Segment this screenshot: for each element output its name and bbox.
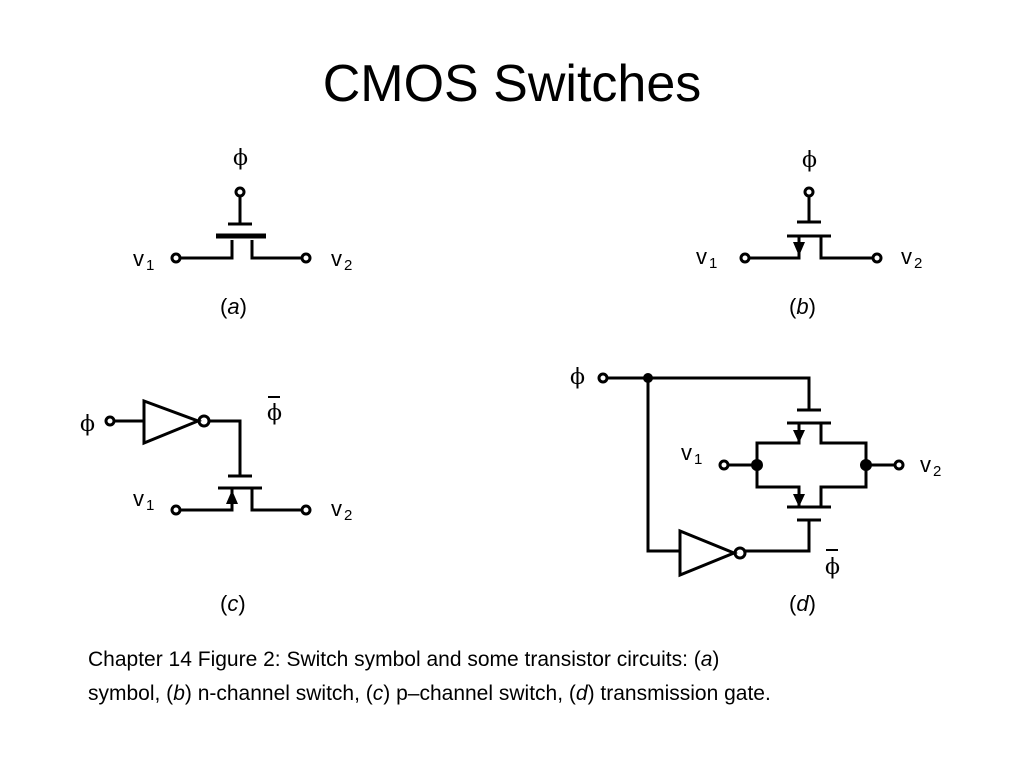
phi-bar-label-d: ϕ (825, 555, 840, 580)
figure-caption: Chapter 14 Figure 2: Switch symbol and s… (88, 643, 968, 711)
phi-bar-label-c: ϕ (267, 401, 282, 426)
inverter-bubble-d (733, 546, 747, 560)
subfigure-label-a: (a) (220, 294, 247, 319)
subfigure-label-c: (c) (220, 591, 246, 616)
arrow-d-top (793, 430, 805, 443)
v1-terminal-c (170, 504, 182, 516)
junction-left-d (751, 459, 763, 471)
phi-terminal-b (803, 186, 815, 198)
v2-terminal-d (893, 459, 905, 471)
phi-terminal-c (104, 415, 116, 427)
arrow-d-bottom (793, 494, 805, 507)
subfigure-label-d: (d) (789, 591, 816, 616)
phi-label-d: ϕ (570, 365, 585, 390)
inverter-c (142, 398, 203, 446)
slide-title: CMOS Switches (322, 55, 702, 113)
inverter-bubble-c (197, 414, 211, 428)
v2-terminal-a (300, 252, 312, 264)
v1-terminal-d (718, 459, 730, 471)
phi-label-a: ϕ (233, 146, 248, 171)
phi-label-b: ϕ (802, 148, 817, 173)
junction-right-d (860, 459, 872, 471)
arrow-c (226, 490, 238, 504)
v1-terminal-b (739, 252, 751, 264)
caption-line-1: Chapter 14 Figure 2: Switch symbol and s… (88, 648, 720, 671)
v2-terminal-b (871, 252, 883, 264)
junction-phi-d (643, 373, 653, 383)
caption-line-2: symbol, (b) n-channel switch, (c) p–chan… (88, 682, 771, 705)
phi-terminal-d (597, 372, 609, 384)
v1-terminal-a (170, 252, 182, 264)
phi-label-c: ϕ (80, 412, 95, 437)
circuit-d-transmission-gate (597, 372, 905, 578)
inverter-d (678, 528, 738, 578)
phi-terminal-a (234, 186, 246, 198)
arrow-b (793, 242, 805, 256)
v2-terminal-c (300, 504, 312, 516)
subfigure-label-b: (b) (789, 294, 816, 319)
circuit-a-switch-symbol (170, 186, 312, 264)
circuit-b-n-channel-switch (739, 186, 883, 264)
